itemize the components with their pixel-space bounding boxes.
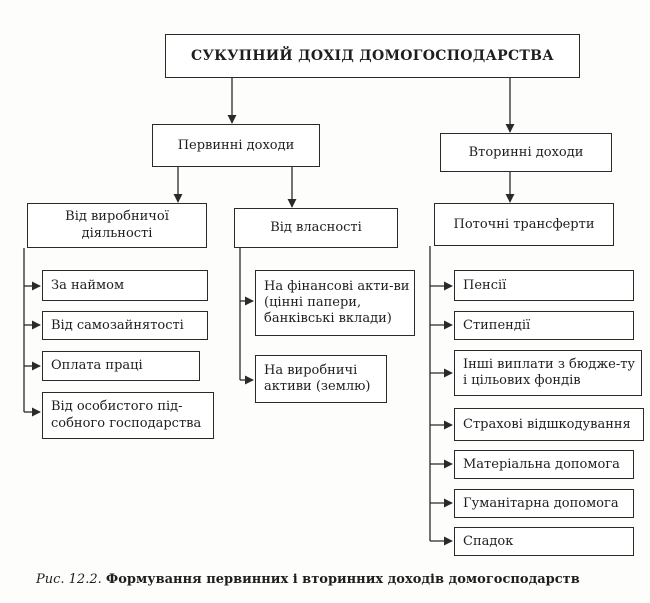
caption-text: Формування первинних і вторинних доходів… [105, 572, 580, 587]
production-item: Від особистого під-собного господарства [42, 392, 214, 439]
transfer-item: Пенсії [454, 270, 634, 301]
transfer-item: Матеріальна допомога [454, 450, 634, 479]
transfer-item: Спадок [454, 527, 634, 556]
caption-label: Рис. 12.2. [36, 572, 102, 587]
property-item: На фінансові акти-ви (цінні папери, банк… [255, 270, 415, 336]
title-node: СУКУПНИЙ ДОХІД ДОМОГОСПОДАРСТВА [165, 34, 580, 78]
transfer-item: Страхові відшкодування [454, 408, 644, 441]
transfer-item: Інші виплати з бюдже-ту і цільових фонді… [454, 350, 642, 396]
current-transfers-node: Поточні трансферти [434, 203, 614, 246]
production-income-node: Від виробничої діяльності [27, 203, 207, 248]
secondary-income-node: Вторинні доходи [440, 133, 612, 172]
transfer-item: Гуманітарна допомога [454, 489, 634, 518]
transfer-item: Стипендії [454, 311, 634, 340]
figure-caption: Рис. 12.2. Формування первинних і вторин… [36, 572, 580, 587]
production-item: Оплата праці [42, 351, 200, 381]
production-item: За наймом [42, 270, 208, 301]
primary-income-node: Первинні доходи [152, 124, 320, 167]
property-income-node: Від власності [234, 208, 398, 248]
property-item: На виробничі активи (землю) [255, 355, 387, 403]
production-item: Від самозайнятості [42, 311, 208, 340]
